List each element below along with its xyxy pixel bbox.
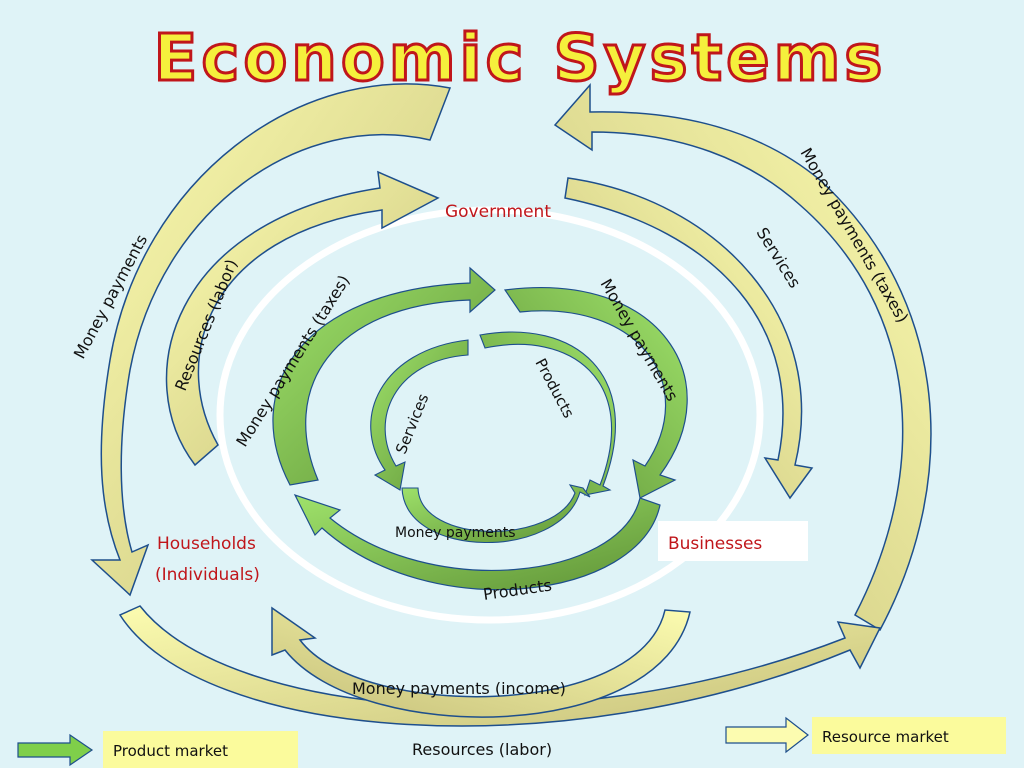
legend-product-arrow	[17, 733, 94, 767]
label-inner-right: Money payments	[597, 276, 682, 405]
label-mid-right: Services	[753, 224, 805, 291]
page-title: Economic Systems	[154, 22, 887, 96]
legend-product-label: Product market	[113, 742, 228, 760]
label-outer-right: Money payments (taxes)	[797, 145, 913, 326]
mid-left-arrow	[165, 170, 440, 467]
node-households-sub: (Individuals)	[155, 565, 260, 585]
node-government: Government	[445, 202, 551, 222]
businesses-box	[658, 521, 808, 561]
legend-product-box	[103, 731, 298, 768]
inner-bottom-arrow	[293, 493, 661, 591]
label-core-right: Products	[531, 355, 577, 421]
outer-right-arrow	[553, 83, 932, 632]
legend-resource-arrow	[725, 716, 809, 754]
mid-right-arrow	[564, 177, 814, 500]
bottom-mid-arrow	[271, 606, 691, 718]
label-bottom-low: Resources (labor)	[412, 740, 552, 759]
core-right-arrow	[479, 331, 616, 496]
label-core-bottom: Money payments	[395, 525, 516, 541]
core-bottom-arrow	[401, 484, 591, 544]
outer-left-arrow	[90, 83, 452, 597]
legend-resource-box	[812, 717, 1006, 754]
bottom-outer-arrow	[118, 605, 882, 727]
inner-left-arrow	[272, 266, 496, 486]
government-ring	[216, 206, 764, 624]
node-households: Households	[157, 534, 256, 554]
legend-resource-label: Resource market	[822, 728, 949, 746]
inner-right-arrow	[503, 287, 688, 499]
label-core-left: Services	[392, 391, 432, 457]
label-bottom-mid: Money payments (income)	[352, 679, 566, 698]
node-businesses: Businesses	[668, 534, 762, 554]
core-left-arrow	[370, 339, 469, 491]
